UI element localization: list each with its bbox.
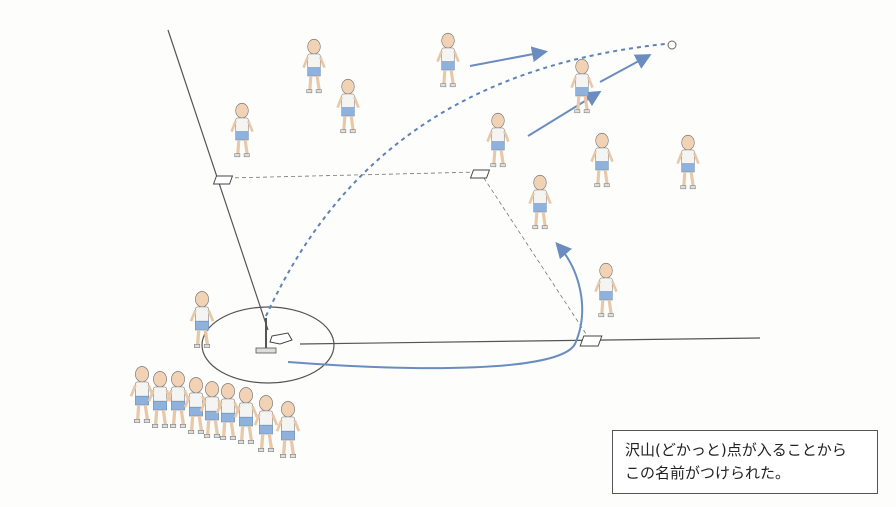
batting-tee-icon bbox=[255, 318, 277, 354]
motion-arrow bbox=[527, 90, 602, 137]
player-figure bbox=[675, 133, 701, 191]
home-plate-icon bbox=[269, 332, 293, 345]
motion-arrow bbox=[599, 54, 652, 83]
player-figure bbox=[229, 101, 255, 159]
player-figure bbox=[527, 173, 553, 231]
base-icon bbox=[469, 169, 491, 179]
player-figure bbox=[593, 261, 619, 319]
player-figure bbox=[485, 111, 511, 169]
player-figure bbox=[335, 77, 361, 135]
waiting-team bbox=[129, 364, 301, 460]
player-figure bbox=[589, 131, 615, 189]
runner-path bbox=[287, 241, 584, 370]
batter-figure bbox=[189, 289, 215, 350]
caption-line-1: 沢山(どかっと)点が入ることから bbox=[625, 441, 847, 459]
caption-box: 沢山(どかっと)点が入ることから この名前がつけられた。 bbox=[612, 430, 878, 494]
ball-icon bbox=[667, 40, 677, 50]
base-path-second-first bbox=[479, 171, 591, 341]
foul-line-right bbox=[299, 337, 761, 345]
base-icon bbox=[579, 335, 603, 347]
motion-arrow bbox=[469, 46, 548, 67]
base-path-third-second bbox=[227, 171, 481, 179]
base-icon bbox=[212, 175, 234, 185]
player-figure bbox=[301, 37, 327, 95]
player-figure bbox=[569, 57, 595, 115]
batting-circle bbox=[201, 306, 335, 384]
caption-line-2: この名前がつけられた。 bbox=[625, 464, 791, 482]
player-figure bbox=[435, 31, 461, 89]
